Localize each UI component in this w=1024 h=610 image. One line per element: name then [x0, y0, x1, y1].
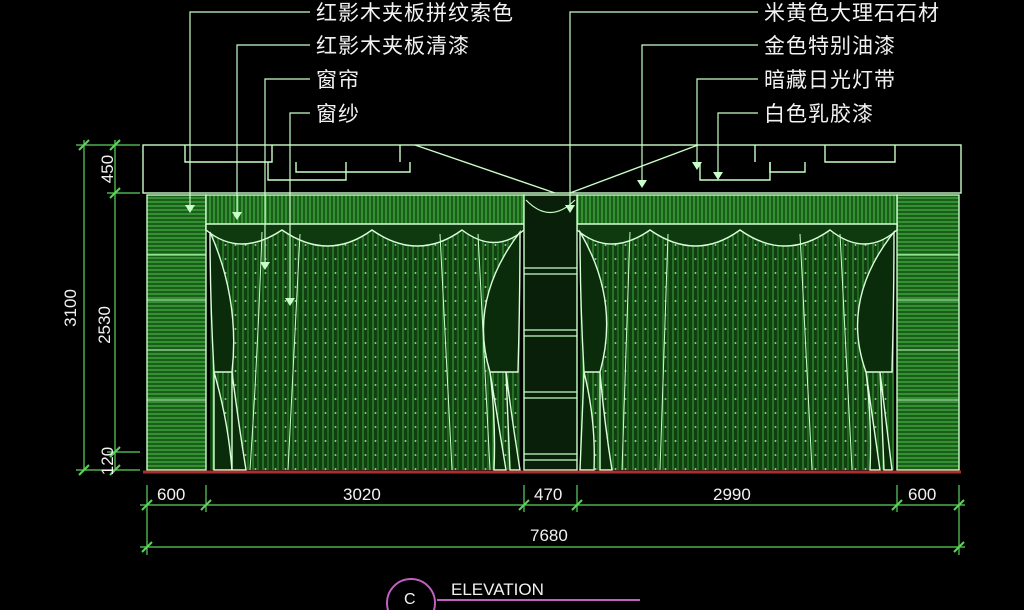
dim-base-height: 120 — [98, 446, 117, 476]
dim-total-height: 3100 — [61, 289, 80, 327]
dim-right-window: 2990 — [713, 485, 751, 504]
column-panel-lines — [147, 254, 959, 401]
view-title: ELEVATION — [451, 580, 544, 599]
dim-left-column: 600 — [157, 485, 186, 504]
right-wood-column — [896, 194, 960, 471]
annotation-gold-paint: 金色特别油漆 — [764, 34, 896, 58]
left-sheer — [210, 228, 520, 470]
drape-folds — [249, 231, 853, 471]
dim-total-width: 7680 — [530, 526, 568, 545]
annotation-redwood-veneer-grain: 红影木夹板拼纹索色 — [316, 1, 514, 25]
left-wood-column — [146, 194, 207, 471]
annotation-hidden-light: 暗藏日光灯带 — [764, 68, 896, 92]
dim-center-column: 470 — [534, 485, 563, 504]
annotation-sheer: 窗纱 — [316, 102, 360, 126]
annotation-marble: 米黄色大理石石材 — [764, 1, 940, 25]
leader-lines — [189, 11, 758, 298]
annotation-white-latex-paint: 白色乳胶漆 — [764, 102, 874, 126]
curtain-swags — [205, 223, 898, 247]
center-marble-column — [523, 194, 578, 471]
ceiling-band — [142, 144, 962, 194]
leader-arrows — [185, 162, 723, 306]
view-mark-letter: C — [404, 591, 416, 608]
view-marker — [386, 578, 640, 610]
dim-wall-height: 2530 — [95, 306, 114, 344]
right-sheer — [580, 228, 894, 470]
dim-ceiling-height: 450 — [98, 154, 117, 184]
side-drapes — [209, 229, 895, 471]
annotation-curtain: 窗帘 — [316, 68, 360, 92]
dim-left-window: 3020 — [343, 485, 381, 504]
annotation-redwood-veneer-varnish: 红影木夹板清漆 — [316, 34, 470, 58]
dimension-ticks — [78, 139, 965, 553]
dim-right-column: 600 — [908, 485, 937, 504]
dimension-lines — [76, 140, 965, 555]
